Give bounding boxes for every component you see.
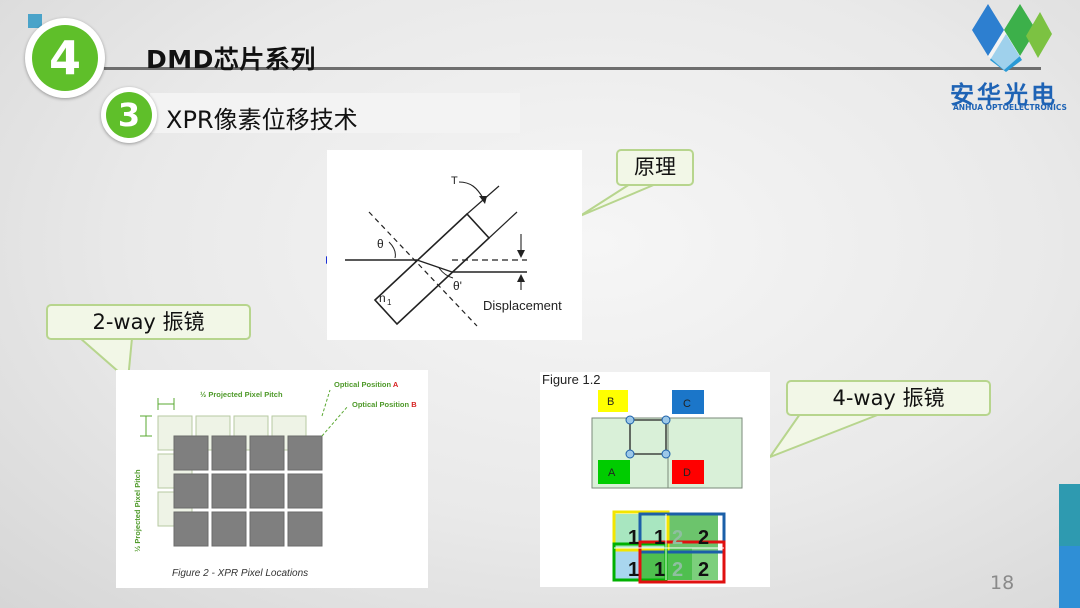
figure-displacement-principle: T θ θ' n 1 Displacement: [327, 150, 582, 340]
label-optical-position-b-prefix: Optical Position: [352, 400, 411, 409]
logo-name-en: ANHUA OPTOELECTRONICS: [953, 103, 1067, 112]
figure-xpr-pixel-locations: ½ Projected Pixel Pitch Optical Position…: [116, 370, 428, 588]
figure-four-way-positions: Figure 1.2 B C A D 1 1 2 2: [540, 372, 770, 587]
section-number-badge: 4: [25, 18, 105, 98]
label-d: D: [683, 467, 691, 479]
label-t: T: [451, 175, 458, 187]
grid-digit-1a: 1: [628, 527, 639, 549]
label-optical-position-b: Optical Position B: [352, 400, 417, 409]
label-theta-prime: θ': [453, 279, 462, 293]
label-half-pixel-pitch: ½ Projected Pixel Pitch: [200, 390, 283, 399]
label-optical-position-b-letter: B: [411, 400, 417, 409]
label-optical-position-a: Optical Position A: [334, 380, 399, 389]
page-title: DMD芯片系列: [146, 45, 316, 74]
callout-principle: 原理: [616, 149, 694, 186]
anhua-logo-icon: [972, 4, 1052, 72]
corner-accent-strip-top: [1059, 484, 1080, 546]
label-vertical-pixel-pitch: ½ Projected Pixel Pitch: [133, 469, 142, 552]
label-optical-position-a-prefix: Optical Position: [334, 380, 393, 389]
subsection-number: 3: [106, 92, 152, 138]
label-theta: θ: [377, 237, 384, 251]
header-divider: [104, 67, 1041, 70]
label-n-sub: 1: [387, 298, 392, 307]
grid-digit-2d: 2: [698, 559, 709, 581]
label-optical-position-a-letter: A: [393, 380, 399, 389]
logo-name-cn: 安华光电: [950, 81, 1058, 109]
page-number: 18: [990, 572, 1015, 594]
label-c: C: [683, 398, 691, 410]
xpr-pixel-diagram: ½ Projected Pixel Pitch Optical Position…: [133, 380, 417, 579]
figure-title: Figure 1.2: [542, 372, 601, 387]
label-displacement: Displacement: [483, 298, 562, 313]
label-b: B: [607, 396, 614, 408]
subtitle-bar: [150, 93, 520, 133]
subtitle: XPR像素位移技术: [166, 106, 358, 134]
grid-digit-1c: 1: [628, 559, 639, 581]
grid-digit-1d: 1: [654, 559, 665, 581]
label-a: A: [608, 467, 616, 479]
callout-two-way-mirror: 2-way 振镜: [46, 304, 251, 340]
grid-digit-2a: 2: [672, 527, 683, 549]
grid-digit-1b: 1: [654, 527, 665, 549]
section-number: 4: [32, 25, 98, 91]
grid-digit-2b: 2: [698, 527, 709, 549]
grid-digit-2c: 2: [672, 559, 683, 581]
label-n: n: [379, 291, 386, 305]
subsection-number-badge: 3: [101, 87, 157, 143]
four-way-diagram: Figure 1.2 B C A D 1 1 2 2: [542, 372, 743, 584]
callout-four-way-mirror: 4-way 振镜: [786, 380, 991, 416]
figure-caption: Figure 2 - XPR Pixel Locations: [172, 568, 308, 579]
displacement-diagram: T θ θ' n 1 Displacement: [345, 175, 562, 327]
header-accent-square: [28, 14, 42, 28]
